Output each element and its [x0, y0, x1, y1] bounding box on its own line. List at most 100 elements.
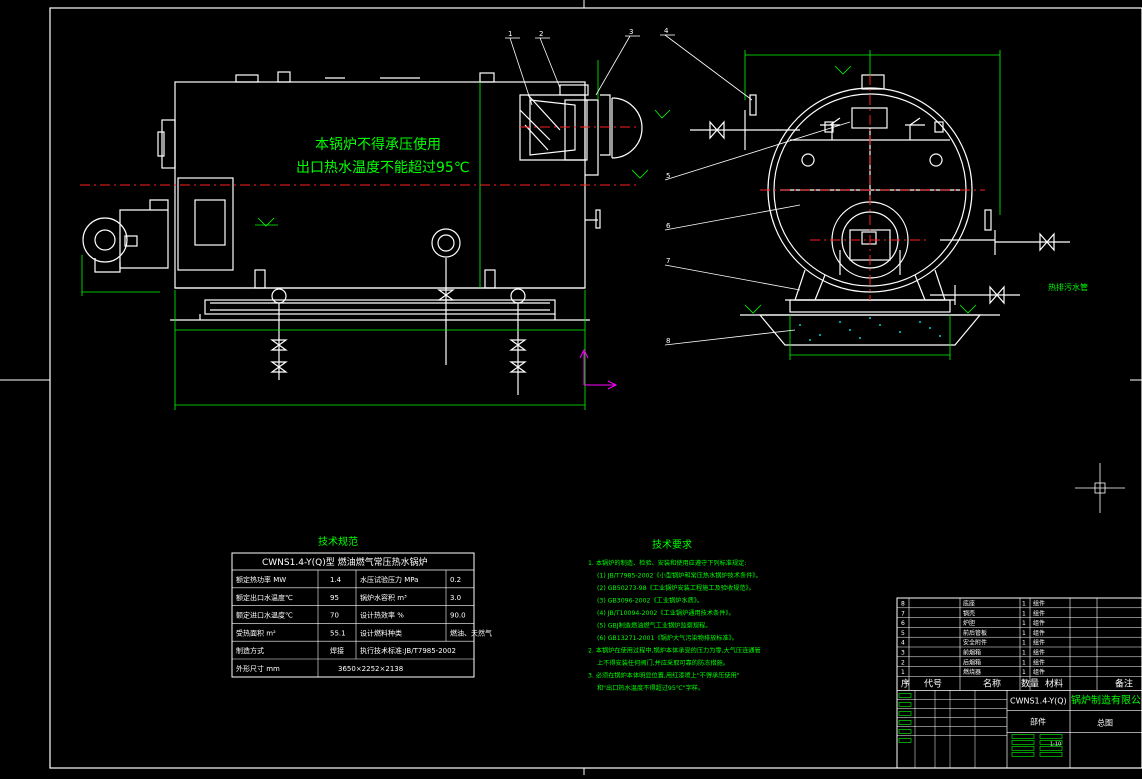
company-name: 锅炉制造有限公司 — [1071, 693, 1142, 706]
parts-cell: 燃烧器 — [963, 668, 981, 676]
revision-box — [898, 693, 912, 698]
spec-cell: 95 — [330, 594, 339, 602]
spec-cell: 制造方式 — [236, 646, 264, 655]
spec-cell: 0.2 — [450, 576, 461, 584]
signature-box — [1039, 746, 1063, 751]
parts-cell: 组件 — [1033, 649, 1045, 657]
callout-2: 2 — [539, 30, 543, 38]
parts-cell: 1 — [1022, 650, 1026, 657]
requirement-line: (3) GB3096-2002《工业锅炉水质》。 — [597, 597, 703, 605]
parts-cell: 1 — [1022, 610, 1026, 617]
requirement-line: 上不得安装任何阀门,并应采取可靠的防冻措施。 — [597, 659, 729, 667]
spec-cell: 额定进口水温度℃ — [236, 611, 293, 620]
parts-cell: 3 — [901, 650, 905, 657]
parts-cell: 前烟箱 — [963, 649, 981, 657]
spec-cell: 水压试验压力 MPa — [360, 575, 418, 584]
callout-6: 6 — [666, 222, 671, 230]
parts-cell: 组件 — [1033, 629, 1045, 637]
parts-header: 数量 — [1021, 677, 1039, 689]
parts-cell: 锅壳 — [963, 609, 975, 617]
requirement-line: (1) JB/T7985-2002《小型锅炉和常压热水锅炉技术条件》。 — [597, 572, 762, 580]
spec-cell: 执行技术标准:JB/T7985-2002 — [360, 646, 456, 655]
signature-box — [1011, 752, 1035, 757]
revision-box — [898, 729, 912, 734]
drawing-border — [49, 7, 1142, 769]
requirement-line: (2) GB50273-98《工业锅炉安装工程施工及验收规范》。 — [597, 584, 755, 592]
spec-title: 技术规范 — [318, 535, 358, 548]
spec-cell: 额定热功率 MW — [236, 575, 286, 584]
spec-cell: 55.1 — [330, 629, 346, 637]
revision-box — [898, 711, 912, 716]
revision-box — [898, 738, 912, 743]
warning-text-2: 出口热水温度不能超过95℃ — [296, 160, 470, 176]
parts-cell: 1 — [1022, 669, 1026, 676]
spec-cell: 焊接 — [330, 646, 344, 655]
parts-cell: 2 — [901, 659, 905, 666]
parts-header: 名称 — [983, 677, 1001, 689]
spec-cell: 受热面积 m² — [236, 628, 276, 637]
signature-box — [1011, 734, 1035, 739]
parts-cell: 1 — [1022, 640, 1026, 647]
requirement-line: (5) GBJ制造燃油燃气工业锅炉监察规程。 — [597, 622, 711, 630]
requirement-line: 和"出口热水温度不得超过95℃"字样。 — [597, 684, 704, 692]
requirement-line: 2. 本锅炉在使用过程中,锅炉本体承受的压力为零,大气压连通管 — [588, 647, 761, 655]
parts-header: 代号 — [924, 678, 942, 689]
parts-cell: 后烟箱 — [963, 658, 981, 666]
model-number: CWNS1.4-Y(Q) — [1010, 696, 1067, 705]
parts-cell: 组件 — [1033, 600, 1045, 608]
callout-numbers: 1 2 3 4 5 6 7 8 — [508, 27, 671, 345]
spec-cell: 燃油、天然气 — [450, 628, 492, 637]
parts-cell: 5 — [901, 630, 905, 637]
spec-cell: 锅炉水容积 m³ — [360, 593, 407, 602]
parts-cell: 组件 — [1033, 619, 1045, 627]
callout-leaders — [505, 34, 851, 346]
requirement-line: 3. 必须在锅炉本体明显位置,用红漆喷上"不得承压使用" — [588, 672, 740, 680]
parts-cell: 1 — [901, 669, 905, 676]
parts-header: 序 — [901, 677, 910, 689]
parts-cell: 1 — [1022, 601, 1026, 608]
parts-cell: 组件 — [1033, 658, 1045, 666]
requirement-line: (4) JB/T10094-2002《工业锅炉通用技术条件》。 — [597, 609, 735, 617]
signature-box — [1039, 740, 1063, 745]
spec-cell: 额定出口水温度℃ — [236, 593, 293, 602]
parts-cell: 7 — [901, 610, 905, 617]
callout-3: 3 — [629, 28, 633, 36]
parts-cell: 安全附件 — [963, 639, 987, 647]
parts-header: 备注 — [1115, 677, 1133, 689]
parts-cell: 1 — [1022, 659, 1026, 666]
spec-cell: 3650×2252×2138 — [338, 665, 403, 673]
foundation-fill — [799, 317, 941, 341]
signature-box — [1011, 746, 1035, 751]
spec-cell: 3.0 — [450, 594, 461, 602]
signature-box — [1039, 734, 1063, 739]
signature-box — [1039, 752, 1063, 757]
parts-cell: 6 — [901, 620, 905, 627]
spec-cell: 70 — [330, 612, 339, 620]
parts-cell: 前后管板 — [963, 629, 987, 637]
spec-cell: 设计热效率 % — [360, 611, 404, 620]
warning-text-1: 本锅炉不得承压使用 — [315, 136, 441, 153]
spec-cell: 设计燃料种类 — [360, 628, 402, 637]
callout-1: 1 — [508, 30, 512, 38]
callout-8: 8 — [666, 337, 670, 345]
revision-box — [898, 720, 912, 725]
scale-value: 1:10 — [1050, 741, 1061, 747]
parts-header: 材料 — [1045, 677, 1063, 689]
callout-5: 5 — [666, 172, 670, 180]
requirement-line: 1. 本锅炉的制造、检验、安装和使用应遵守下列标准规定: — [588, 559, 746, 567]
parts-cell: 组件 — [1033, 668, 1045, 676]
burner-housing — [177, 177, 234, 271]
revision-box — [898, 702, 912, 707]
spec-cell: 外形尺寸 mm — [236, 664, 280, 673]
front-view — [690, 74, 1070, 346]
outlet-label: 热排污水管 — [1048, 282, 1088, 292]
base-frame — [204, 299, 556, 315]
ucs-icon — [579, 348, 618, 390]
parts-cell: 1 — [1022, 620, 1026, 627]
requirement-line: (6) GB13271-2001《锅炉大气污染物排放标准》。 — [597, 634, 738, 642]
parts-cell: 底座 — [963, 600, 975, 608]
